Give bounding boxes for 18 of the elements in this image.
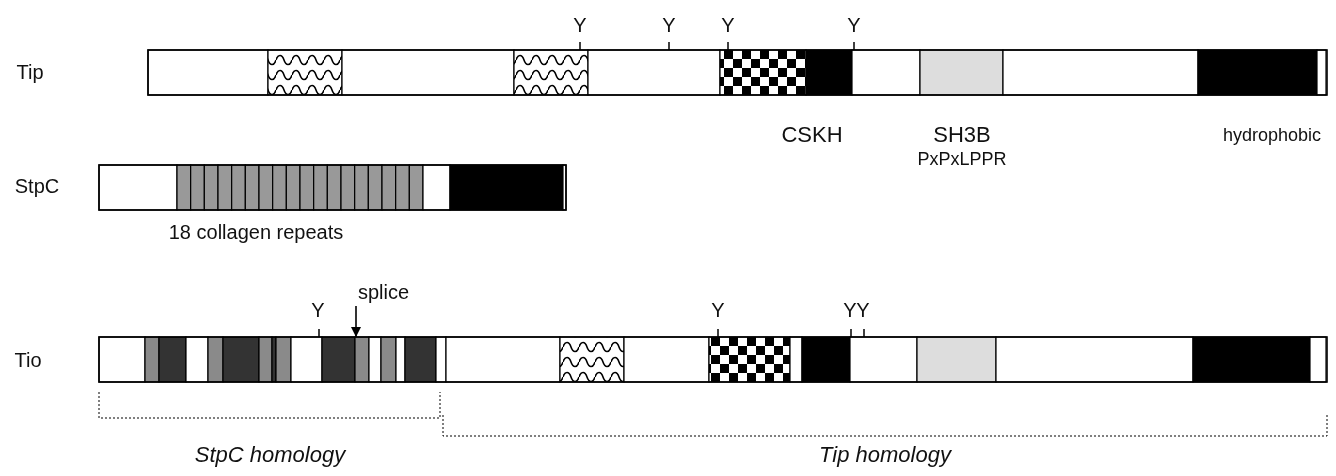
domain-label: CSKH: [781, 124, 843, 146]
domain-label: hydrophobic: [1222, 126, 1322, 144]
phosphosite-label: Y: [711, 300, 725, 320]
protein-name: Tip: [16, 62, 44, 82]
protein-name: Tio: [14, 350, 42, 370]
domain-label: PxPxLPPR: [917, 150, 1007, 168]
phosphosite-label: Y: [311, 300, 325, 320]
region-label: Tip homology: [819, 444, 951, 466]
phosphosite-label: Y: [721, 15, 735, 35]
protein-name: StpC: [14, 176, 60, 196]
site-label: splice: [358, 282, 410, 302]
phosphosite-label: Y: [843, 300, 857, 320]
arrow: [351, 305, 361, 338]
phosphosite-label: Y: [856, 300, 870, 320]
domain-label: SH3B: [933, 124, 991, 146]
phosphosite-label: Y: [662, 15, 676, 35]
phosphosite-label: Y: [573, 15, 587, 35]
phosphosite-label: Y: [847, 15, 861, 35]
